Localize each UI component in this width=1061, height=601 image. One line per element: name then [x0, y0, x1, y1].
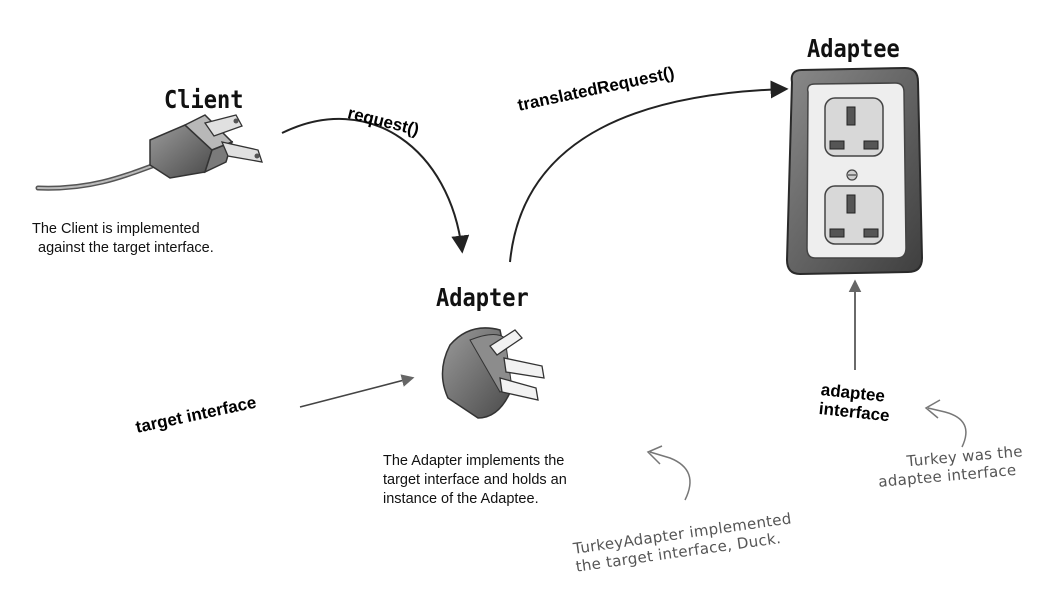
adaptee-interface-label: adaptee interface [818, 380, 892, 425]
client-title: Client [164, 86, 244, 115]
target-interface-arrow [299, 374, 415, 408]
adapter-description-line: The Adapter implements the [383, 453, 565, 469]
adapter-description: The Adapter implements the target interf… [383, 452, 567, 509]
adapter-description-line: instance of the Adaptee. [383, 491, 539, 507]
client-description: The Client is implemented against the ta… [32, 220, 214, 258]
client-description-line: The Client is implemented [32, 221, 200, 237]
adaptee-outlet-icon [785, 66, 924, 276]
request-arrow [281, 117, 470, 254]
turkey-adaptee-note-arrowhead [924, 399, 941, 419]
client-plug-icon [35, 114, 263, 191]
turkey-adapter-note-arrow [649, 451, 691, 501]
translated-request-arrow [509, 80, 789, 263]
client-description-line: against the target interface. [38, 240, 214, 256]
adapter-description-line: target interface and holds an [383, 472, 567, 488]
adaptee-title: Adaptee [807, 35, 900, 64]
turkey-adapter-note-arrowhead [646, 445, 663, 465]
adapter-title: Adapter [436, 284, 529, 313]
adapter-plug-icon [441, 327, 545, 419]
turkey-adaptee-note-arrow [927, 407, 967, 448]
